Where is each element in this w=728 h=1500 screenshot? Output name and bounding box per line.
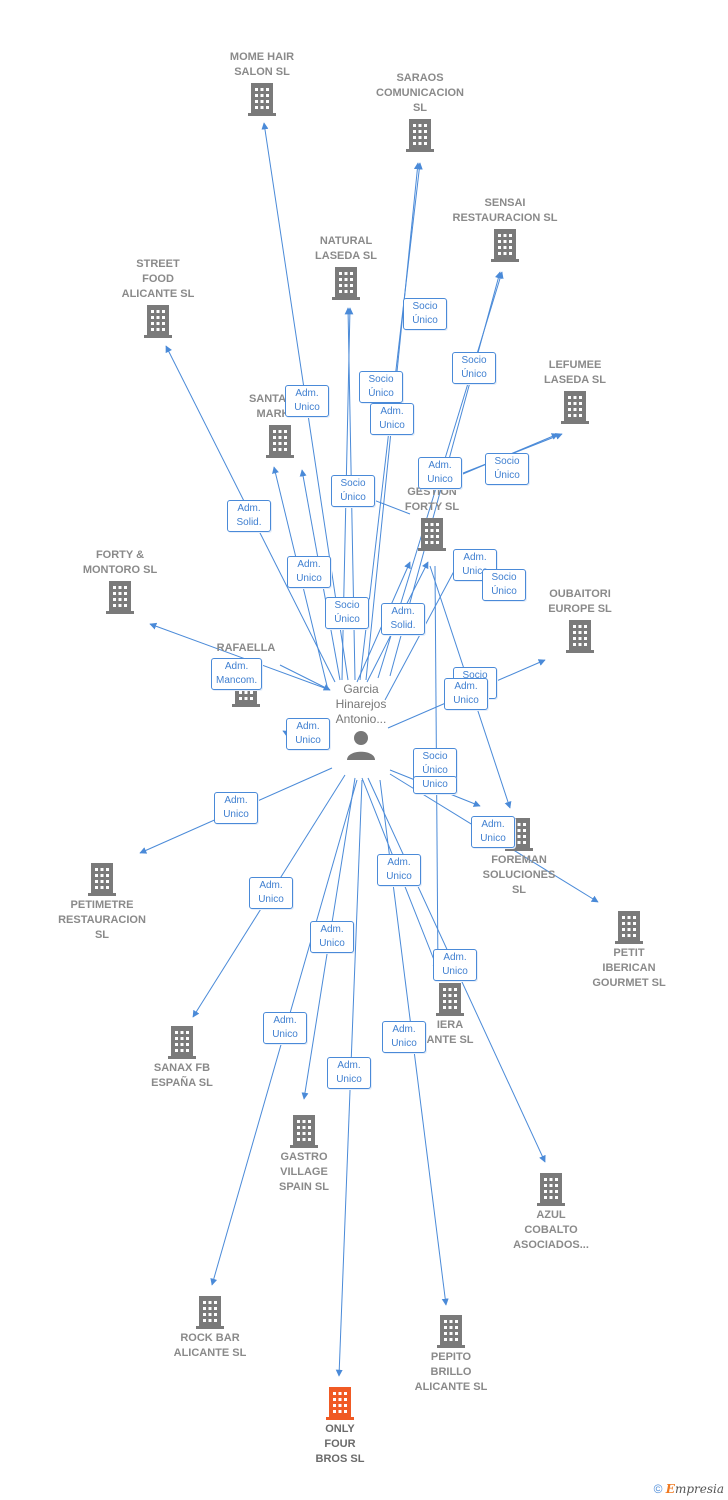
company-node-oubaitori[interactable]: OUBAITORI EUROPE SL — [510, 587, 650, 655]
relationship-label[interactable]: Adm. Mancom. — [211, 658, 263, 690]
relationship-label[interactable]: Adm. Unico — [418, 457, 462, 489]
relationship-label[interactable]: Adm. Unico — [382, 1021, 426, 1053]
company-node-street[interactable]: STREET FOOD ALICANTE SL — [88, 257, 228, 340]
footer-brand: © Empresia — [654, 1482, 724, 1496]
building-icon — [196, 1296, 224, 1329]
building-icon — [437, 1315, 465, 1348]
building-icon — [326, 1387, 354, 1420]
company-node-sensai[interactable]: SENSAI RESTAURACION SL — [435, 196, 575, 264]
company-node-pepito[interactable]: PEPITO BRILLO ALICANTE SL — [381, 1312, 521, 1395]
company-label: FOREMAN SOLUCIONES SL — [482, 854, 556, 896]
relationship-label[interactable]: Adm. Unico — [377, 854, 421, 886]
building-icon — [615, 911, 643, 944]
relationship-label[interactable]: Adm. Unico — [370, 403, 414, 435]
building-icon — [491, 229, 519, 262]
company-label: MOME HAIR SALON SL — [229, 51, 295, 78]
building-icon — [436, 983, 464, 1016]
company-node-natural[interactable]: NATURAL LASEDA SL — [276, 234, 416, 302]
company-node-azul[interactable]: AZUL COBALTO ASOCIADOS... — [481, 1170, 621, 1253]
company-label: SARAOS COMUNICACION SL — [376, 72, 464, 114]
company-node-petimetre[interactable]: PETIMETRE RESTAURACION SL — [32, 860, 172, 943]
copyright-symbol: © — [653, 1482, 663, 1496]
company-node-foreman[interactable]: FOREMAN SOLUCIONES SL — [449, 815, 589, 898]
company-label: PEPITO BRILLO ALICANTE SL — [414, 1351, 488, 1393]
relationship-label[interactable]: Adm. Unico — [310, 921, 354, 953]
building-icon — [406, 119, 434, 152]
relationship-label[interactable]: Adm. Unico — [249, 877, 293, 909]
relationship-label[interactable]: Socio Único — [482, 569, 526, 601]
company-label: OUBAITORI EUROPE SL — [548, 588, 612, 615]
company-label: SANTAMAR MARKET — [248, 393, 312, 420]
relationship-label[interactable]: Adm. Unico — [214, 792, 258, 824]
company-node-rockbar[interactable]: ROCK BAR ALICANTE SL — [140, 1293, 280, 1361]
relationship-edge — [149, 622, 331, 691]
relationship-label[interactable]: Socio Único — [325, 597, 369, 629]
company-label: LEFUMEE LASEDA SL — [544, 359, 606, 386]
relationship-label[interactable]: Adm. Unico — [444, 678, 488, 710]
company-label: SENSAI RESTAURACION SL — [452, 197, 558, 224]
relationship-label[interactable]: Adm. Unico — [287, 556, 331, 588]
company-node-lefumee[interactable]: LEFUMEE LASEDA SL — [505, 358, 645, 426]
company-label: ROCK BAR ALICANTE SL — [173, 1332, 247, 1359]
company-node-petit[interactable]: PETIT IBERICAN GOURMET SL — [559, 908, 699, 991]
relationship-label[interactable]: Adm. Unico — [286, 718, 330, 750]
relationship-label[interactable]: Socio Único — [359, 371, 403, 403]
company-node-santamaria[interactable]: SANTAMAR MARKET — [210, 392, 350, 460]
relationship-label[interactable]: Adm. Unico — [285, 385, 329, 417]
relationship-label[interactable]: Adm. Unico — [263, 1012, 307, 1044]
company-label: IERA ANTE SL — [426, 1019, 474, 1046]
building-icon — [266, 425, 294, 458]
relationship-label[interactable]: Socio Único — [485, 453, 529, 485]
relationship-label[interactable]: Adm. Solid. — [381, 603, 425, 635]
relationship-label[interactable]: Socio Único — [452, 352, 496, 384]
company-label: AZUL COBALTO ASOCIADOS... — [513, 1209, 589, 1251]
building-icon — [168, 1026, 196, 1059]
building-icon — [248, 83, 276, 116]
building-icon — [88, 863, 116, 896]
company-node-onlyfour[interactable]: ONLY FOUR BROS SL — [270, 1384, 410, 1467]
company-label: ONLY FOUR BROS SL — [315, 1423, 365, 1465]
relationship-label[interactable]: Adm. Solid. — [227, 500, 271, 532]
building-icon — [566, 620, 594, 653]
company-node-saraos[interactable]: SARAOS COMUNICACION SL — [350, 71, 490, 154]
company-node-gastro[interactable]: GASTRO VILLAGE SPAIN SL — [234, 1112, 374, 1195]
company-node-forty[interactable]: FORTY & MONTORO SL — [50, 548, 190, 616]
brand-logo: Empresia — [665, 1482, 724, 1496]
company-node-riviera[interactable]: IERA ANTE SL — [380, 980, 520, 1048]
relationship-label[interactable]: Socio Único — [413, 748, 457, 780]
relationship-label[interactable]: Unico — [413, 776, 457, 794]
building-icon — [106, 581, 134, 614]
person-icon — [347, 731, 375, 760]
building-icon — [290, 1115, 318, 1148]
relationship-label[interactable]: Adm. Unico — [327, 1057, 371, 1089]
company-label: NATURAL LASEDA SL — [315, 235, 377, 262]
company-label: PETIMETRE RESTAURACION SL — [58, 899, 146, 941]
company-label: FORTY & MONTORO SL — [82, 549, 158, 576]
relationship-label[interactable]: Socio Único — [331, 475, 375, 507]
relationship-label[interactable]: Adm. Unico — [433, 949, 477, 981]
building-icon — [418, 518, 446, 551]
relationship-label[interactable]: Adm. Unico — [471, 816, 515, 848]
company-label: PETIT IBERICAN GOURMET SL — [592, 947, 666, 989]
company-node-sanax[interactable]: SANAX FB ESPAÑA SL — [112, 1023, 252, 1091]
company-label: STREET FOOD ALICANTE SL — [121, 258, 195, 300]
relationship-edge — [279, 664, 331, 691]
building-icon — [332, 267, 360, 300]
center-person[interactable]: Garcia Hinarejos Antonio... — [301, 682, 421, 761]
building-icon — [537, 1173, 565, 1206]
building-icon — [144, 305, 172, 338]
company-label: GASTRO VILLAGE SPAIN SL — [279, 1151, 329, 1193]
center-person-label: Garcia Hinarejos Antonio... — [335, 682, 387, 726]
relationship-label[interactable]: Socio Único — [403, 298, 447, 330]
building-icon — [561, 391, 589, 424]
company-label: SANAX FB ESPAÑA SL — [151, 1062, 213, 1089]
company-node-mome[interactable]: MOME HAIR SALON SL — [192, 50, 332, 118]
